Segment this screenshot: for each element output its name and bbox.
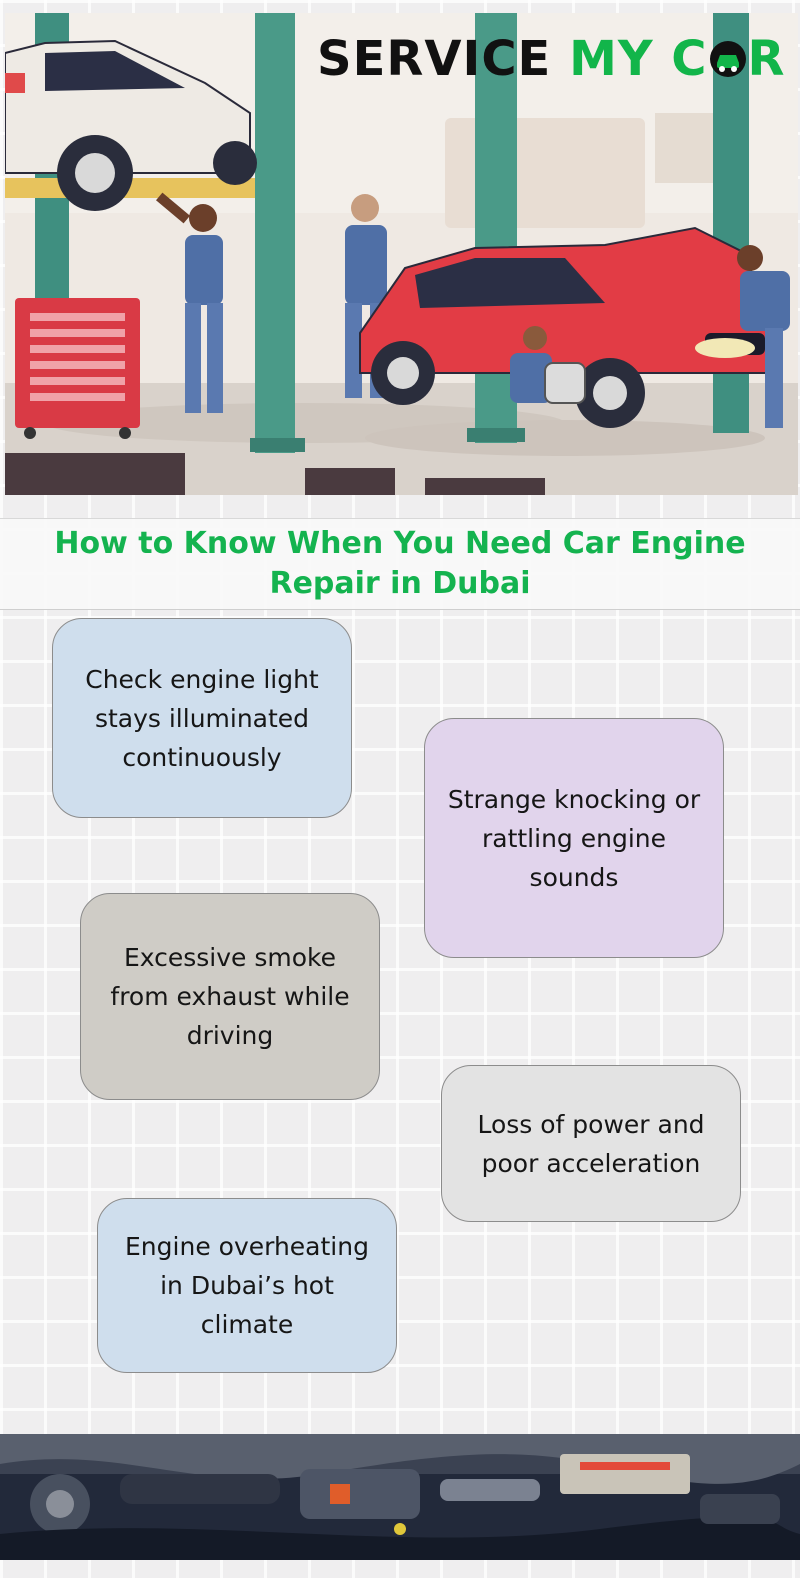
card-overheating: Engine overheating in Dubai’s hot climat…	[97, 1198, 397, 1373]
logo-word-r: R	[747, 31, 786, 87]
hero-illustration: SERVICE MY C R	[5, 13, 798, 495]
logo-word-my-car: MY C	[569, 31, 708, 87]
card-loss-of-power: Loss of power and poor acceleration	[441, 1065, 741, 1222]
car-icon	[708, 39, 748, 79]
garage-illustration	[5, 13, 798, 495]
logo-word-service: SERVICE	[317, 31, 552, 87]
card-exhaust-smoke: Excessive smoke from exhaust while drivi…	[80, 893, 380, 1100]
card-check-engine-light: Check engine light stays illuminated con…	[52, 618, 352, 818]
title-band: How to Know When You Need Car Engine Rep…	[0, 518, 800, 610]
engine-bay-photo	[0, 1434, 800, 1560]
page-title: How to Know When You Need Car Engine Rep…	[54, 526, 746, 601]
engine-illustration	[0, 1434, 800, 1560]
service-my-car-logo: SERVICE MY C R	[317, 29, 786, 89]
card-knocking-sounds: Strange knocking or rattling engine soun…	[424, 718, 724, 958]
